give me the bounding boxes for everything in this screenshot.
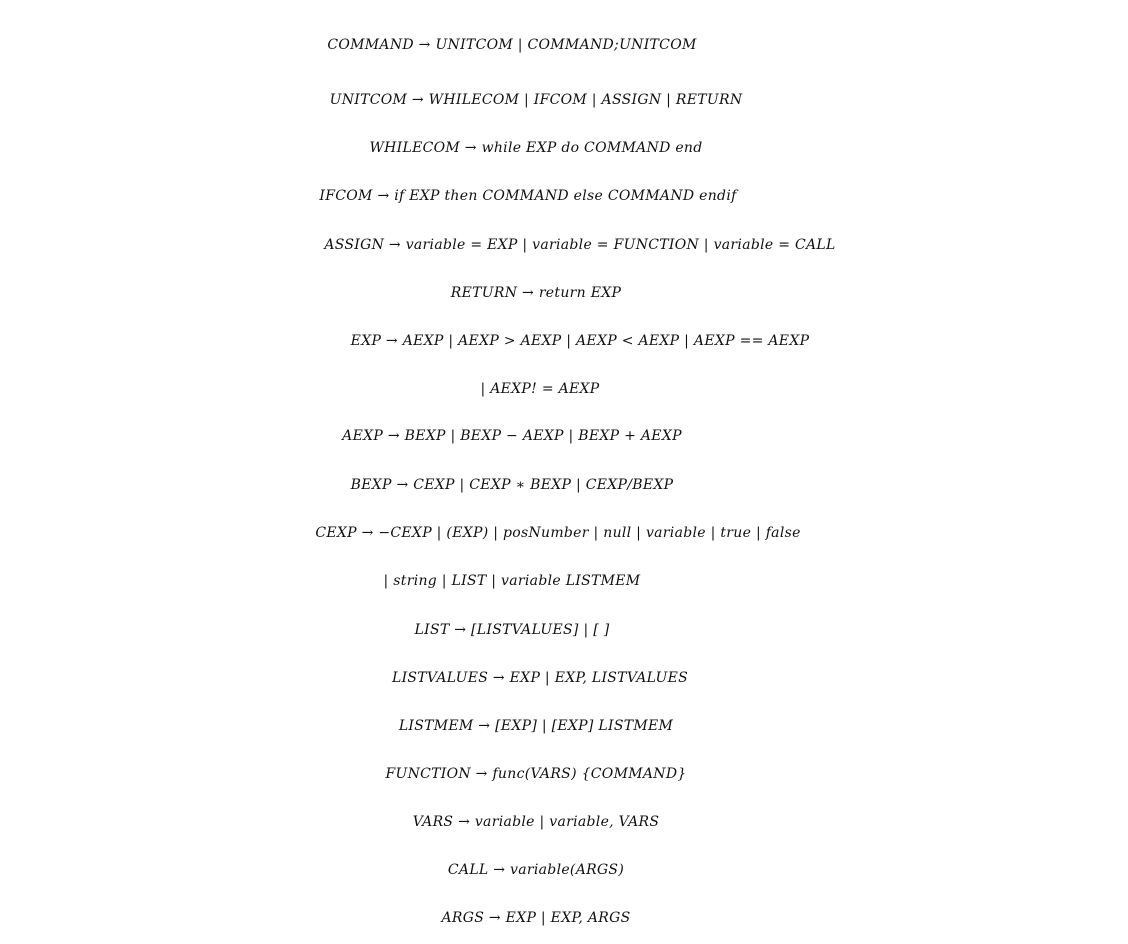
rule-listvalues: LISTVALUES → EXP | EXP, LISTVALUES xyxy=(391,670,689,686)
rule-list: LIST → [LISTVALUES] | [ ] xyxy=(414,622,610,638)
rule-whilecom: WHILECOM → while EXP do COMMAND end xyxy=(369,140,703,156)
rule-listmem: LISTMEM → [EXP] | [EXP] LISTMEM xyxy=(398,718,674,734)
rule-aexp: AEXP → BEXP | BEXP − AEXP | BEXP + AEXP xyxy=(342,428,682,444)
rule-vars: VARS → variable | variable, VARS xyxy=(412,814,660,830)
rule-bexp: BEXP → CEXP | CEXP ∗ BEXP | CEXP/BEXP xyxy=(350,477,674,493)
rule-exp: EXP → AEXP | AEXP > AEXP | AEXP < AEXP |… xyxy=(350,333,810,349)
rule-return: RETURN → return EXP xyxy=(450,285,622,301)
rule-unitcom: UNITCOM → WHILECOM | IFCOM | ASSIGN | RE… xyxy=(329,92,743,108)
rule-args: ARGS → EXP | EXP, ARGS xyxy=(441,910,631,926)
rule-cexp: CEXP → −CEXP | (EXP) | posNumber | null … xyxy=(315,525,801,541)
rule-command: COMMAND → UNITCOM | COMMAND;UNITCOM xyxy=(327,37,697,53)
rule-exp-continued: | AEXP! = AEXP xyxy=(480,381,600,397)
rule-function: FUNCTION → func(VARS) {COMMAND} xyxy=(385,766,687,782)
rule-call: CALL → variable(ARGS) xyxy=(447,862,625,878)
rule-cexp-continued: | string | LIST | variable LISTMEM xyxy=(383,573,641,589)
rule-assign: ASSIGN → variable = EXP | variable = FUN… xyxy=(324,237,836,253)
rule-ifcom: IFCOM → if EXP then COMMAND else COMMAND… xyxy=(319,188,737,204)
